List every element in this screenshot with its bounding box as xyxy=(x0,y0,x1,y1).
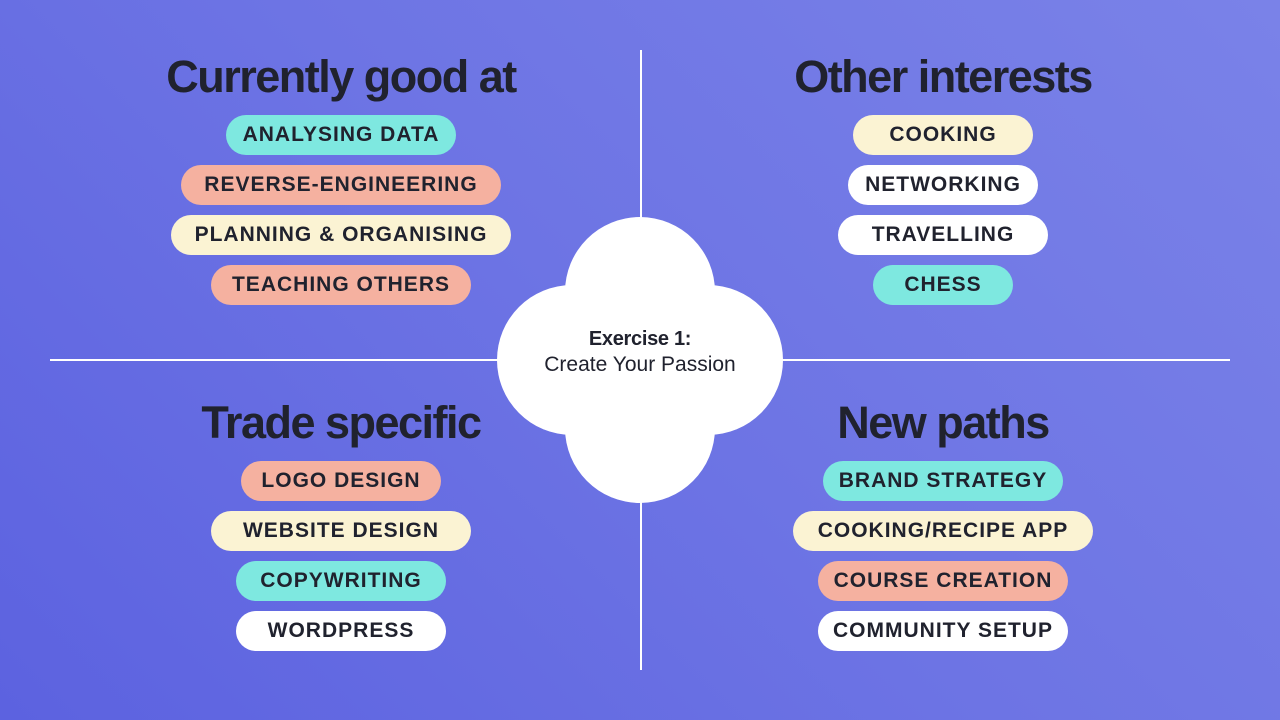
pill-course-creation: COURSE CREATION xyxy=(818,561,1068,601)
pill-copywriting: COPYWRITING xyxy=(236,561,446,601)
pill-chess: CHESS xyxy=(873,265,1013,305)
pill-list: BRAND STRATEGY COOKING/RECIPE APP COURSE… xyxy=(793,461,1093,651)
pill-travelling: TRAVELLING xyxy=(838,215,1048,255)
pill-logo-design: LOGO DESIGN xyxy=(241,461,441,501)
pill-community-setup: COMMUNITY SETUP xyxy=(818,611,1068,651)
quadrant-new-paths: New paths BRAND STRATEGY COOKING/RECIPE … xyxy=(733,398,1153,651)
pill-planning-organising: PLANNING & ORGANISING xyxy=(171,215,511,255)
pill-brand-strategy: BRAND STRATEGY xyxy=(823,461,1063,501)
pill-reverse-engineering: REVERSE-ENGINEERING xyxy=(181,165,501,205)
pill-list: ANALYSING DATA REVERSE-ENGINEERING PLANN… xyxy=(171,115,511,305)
quadrant-currently-good-at: Currently good at ANALYSING DATA REVERSE… xyxy=(131,52,551,305)
pill-networking: NETWORKING xyxy=(848,165,1038,205)
quadrant-title: New paths xyxy=(837,397,1050,448)
quadrant-other-interests: Other interests COOKING NETWORKING TRAVE… xyxy=(733,52,1153,305)
pill-list: COOKING NETWORKING TRAVELLING CHESS xyxy=(838,115,1048,305)
exercise-subtitle: Create Your Passion xyxy=(544,353,736,376)
quadrant-trade-specific: Trade specific LOGO DESIGN WEBSITE DESIG… xyxy=(131,398,551,651)
quadrant-title: Currently good at xyxy=(166,51,517,102)
exercise-title: Exercise 1: xyxy=(588,328,692,350)
center-label: Exercise 1: Create Your Passion xyxy=(520,326,760,378)
quadrant-title: Other interests xyxy=(794,51,1093,102)
pill-wordpress: WORDPRESS xyxy=(236,611,446,651)
pill-analysing-data: ANALYSING DATA xyxy=(226,115,456,155)
pill-cooking-recipe-app: COOKING/RECIPE APP xyxy=(793,511,1093,551)
quadrant-title: Trade specific xyxy=(201,397,482,448)
pill-list: LOGO DESIGN WEBSITE DESIGN COPYWRITING W… xyxy=(211,461,471,651)
pill-website-design: WEBSITE DESIGN xyxy=(211,511,471,551)
pill-teaching-others: TEACHING OTHERS xyxy=(211,265,471,305)
pill-cooking: COOKING xyxy=(853,115,1033,155)
